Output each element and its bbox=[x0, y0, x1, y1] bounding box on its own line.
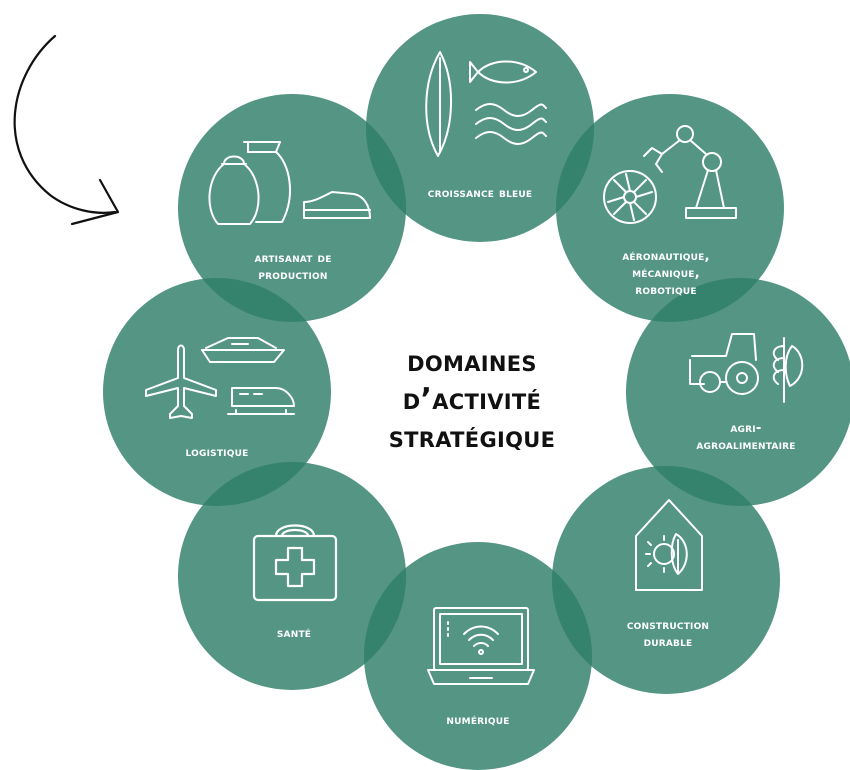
label-line: numérique bbox=[446, 712, 510, 728]
label-logistique: logistique bbox=[186, 444, 249, 461]
label-agri: agri- agroalimentaire bbox=[696, 420, 795, 454]
label-line: production bbox=[258, 267, 328, 283]
label-line: construction bbox=[626, 617, 710, 633]
label-numerique: numérique bbox=[446, 712, 509, 729]
laptop-wifi-icon bbox=[426, 604, 536, 688]
first-aid-kit-icon bbox=[250, 516, 340, 604]
vases-espadrille-icon bbox=[204, 136, 374, 228]
label-line: mécanique, bbox=[632, 265, 700, 281]
turbine-robot-arm-icon bbox=[600, 122, 740, 227]
label-line: durable bbox=[643, 634, 693, 650]
label-line: logistique bbox=[185, 444, 249, 460]
label-line: robotique bbox=[635, 282, 697, 298]
title-line: stratégique bbox=[388, 420, 556, 455]
label-sante: santé bbox=[277, 625, 311, 642]
label-line: artisanat de bbox=[254, 250, 332, 266]
label-line: agroalimentaire bbox=[696, 437, 796, 453]
label-aeronautique: aéronautique, mécanique, robotique bbox=[622, 248, 710, 299]
diagram-title: Domaines d’activité stratégique bbox=[389, 343, 556, 457]
plane-boat-train-icon bbox=[136, 330, 296, 422]
label-line: croissance bleue bbox=[427, 185, 533, 201]
tractor-wheat-icon bbox=[682, 326, 812, 406]
label-construction: construction durable bbox=[627, 617, 709, 651]
label-line: aéronautique, bbox=[622, 248, 710, 264]
eco-house-icon bbox=[632, 496, 706, 594]
surfboard-fish-waves-icon bbox=[414, 48, 554, 163]
title-line: d’activité bbox=[402, 382, 542, 417]
label-croissance-bleue: croissance bleue bbox=[428, 185, 532, 202]
label-artisanat: artisanat de production bbox=[254, 250, 331, 284]
title-line: Domaines bbox=[407, 344, 537, 379]
label-line: santé bbox=[276, 625, 312, 641]
label-line: agri- bbox=[730, 420, 762, 436]
